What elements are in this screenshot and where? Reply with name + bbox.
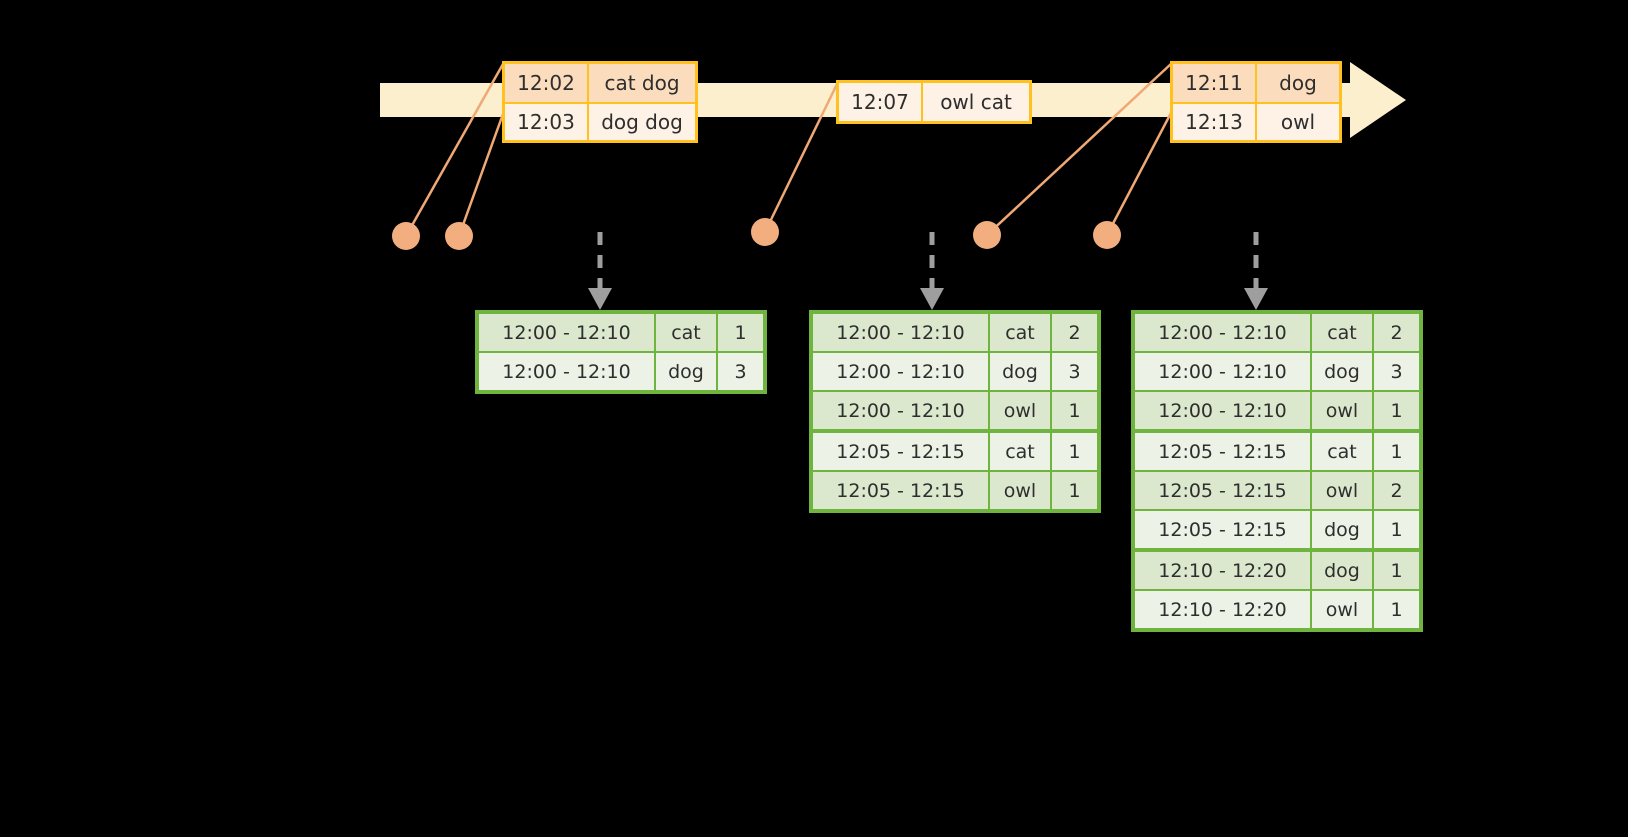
- event-row: 12:02 cat dog: [505, 64, 695, 102]
- event-box-2: 12:07 owl cat: [836, 80, 1032, 124]
- event-box-1: 12:02 cat dog 12:03 dog dog: [502, 61, 698, 143]
- window-cell: 12:00 - 12:10: [479, 314, 654, 351]
- window-cell: 12:00 - 12:10: [479, 353, 654, 390]
- word-cell: dog: [1312, 511, 1372, 548]
- count-cell: 1: [1374, 511, 1419, 548]
- word-cell: owl: [1312, 392, 1372, 429]
- event-dots: [392, 218, 1121, 250]
- count-cell: 2: [1052, 314, 1097, 351]
- count-cell: 1: [1052, 392, 1097, 429]
- event-row: 12:11 dog: [1173, 64, 1339, 102]
- count-cell: 1: [1052, 433, 1097, 470]
- count-cell: 1: [1374, 591, 1419, 628]
- window-cell: 12:00 - 12:10: [813, 314, 988, 351]
- count-cell: 3: [1374, 353, 1419, 390]
- count-cell: 3: [1052, 353, 1097, 390]
- word-cell: owl: [990, 472, 1050, 509]
- word-cell: owl: [1312, 591, 1372, 628]
- event-words: dog dog: [589, 104, 695, 140]
- event-time: 12:03: [505, 104, 589, 140]
- event-words: owl cat: [923, 83, 1029, 121]
- word-cell: owl: [990, 392, 1050, 429]
- window-cell: 12:10 - 12:20: [1135, 552, 1310, 589]
- word-cell: cat: [990, 314, 1050, 351]
- count-cell: 1: [1052, 472, 1097, 509]
- count-cell: 3: [718, 353, 763, 390]
- event-words: dog: [1257, 64, 1339, 102]
- count-cell: 2: [1374, 314, 1419, 351]
- connector-1202: [404, 63, 505, 237]
- window-cell: 12:00 - 12:10: [1135, 392, 1310, 429]
- event-dot-1207: [751, 218, 779, 246]
- event-row: 12:03 dog dog: [505, 102, 695, 140]
- word-cell: cat: [1312, 433, 1372, 470]
- window-cell: 12:00 - 12:10: [1135, 353, 1310, 390]
- event-time: 12:13: [1173, 104, 1257, 140]
- count-cell: 1: [1374, 433, 1419, 470]
- emit-arrows: [597, 232, 1259, 288]
- event-box-3: 12:11 dog 12:13 owl: [1170, 61, 1342, 143]
- window-cell: 12:05 - 12:15: [1135, 433, 1310, 470]
- connector-1207: [763, 81, 840, 233]
- event-words: cat dog: [589, 64, 695, 102]
- word-cell: cat: [1312, 314, 1372, 351]
- event-dot-1203: [445, 222, 473, 250]
- window-cell: 12:00 - 12:10: [813, 392, 988, 429]
- word-cell: dog: [990, 353, 1050, 390]
- event-time: 12:07: [839, 83, 923, 121]
- window-cell: 12:05 - 12:15: [1135, 511, 1310, 548]
- window-cell: 12:00 - 12:10: [813, 353, 988, 390]
- event-time: 12:11: [1173, 64, 1257, 102]
- connector-1213: [1105, 110, 1174, 236]
- count-cell: 2: [1374, 472, 1419, 509]
- window-cell: 12:00 - 12:10: [1135, 314, 1310, 351]
- count-cell: 1: [1374, 392, 1419, 429]
- event-dot-1211: [973, 221, 1001, 249]
- connector-1203: [457, 113, 505, 237]
- word-cell: dog: [1312, 353, 1372, 390]
- word-cell: cat: [990, 433, 1050, 470]
- word-cell: dog: [1312, 552, 1372, 589]
- emit-arrow-heads: [588, 288, 1268, 310]
- count-cell: 1: [1374, 552, 1419, 589]
- count-cell: 1: [718, 314, 763, 351]
- event-dot-1213: [1093, 221, 1121, 249]
- word-cell: cat: [656, 314, 716, 351]
- window-cell: 12:05 - 12:15: [813, 472, 988, 509]
- event-words: owl: [1257, 104, 1339, 140]
- event-row: 12:07 owl cat: [839, 83, 1029, 121]
- window-cell: 12:05 - 12:15: [1135, 472, 1310, 509]
- word-cell: dog: [656, 353, 716, 390]
- word-cell: owl: [1312, 472, 1372, 509]
- event-row: 12:13 owl: [1173, 102, 1339, 140]
- event-time: 12:02: [505, 64, 589, 102]
- window-cell: 12:05 - 12:15: [813, 433, 988, 470]
- event-dot-1202: [392, 222, 420, 250]
- window-cell: 12:10 - 12:20: [1135, 591, 1310, 628]
